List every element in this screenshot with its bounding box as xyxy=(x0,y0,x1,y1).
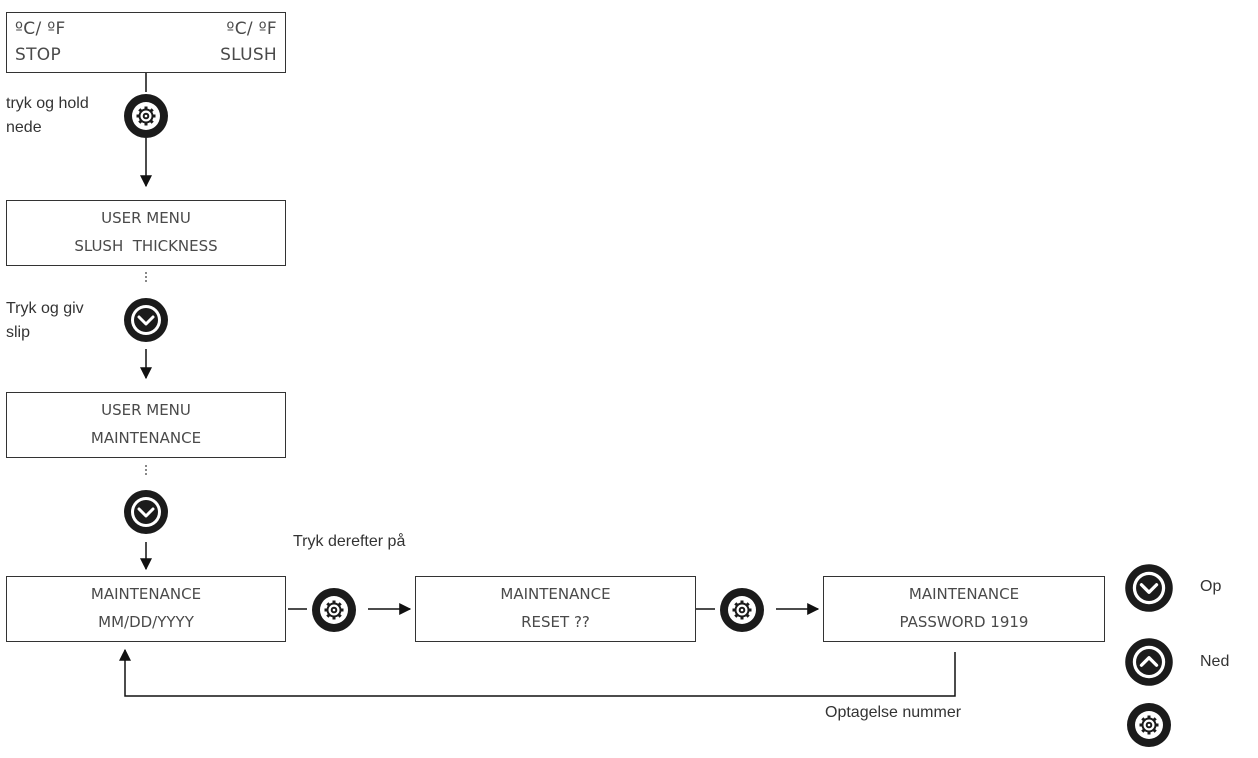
press-hold-text: tryk og hold nede xyxy=(6,95,89,136)
user-menu-slush-display: USER MENU SLUSH THICKNESS xyxy=(6,200,286,266)
chevron-up-icon xyxy=(1139,656,1159,667)
unit-label-right: ºC/ ºF xyxy=(226,19,277,39)
legend-up-button xyxy=(1125,638,1173,686)
gear-icon xyxy=(732,600,752,620)
maintenance-password-display: MAINTENANCE PASSWORD 1919 xyxy=(823,576,1105,642)
display-line-1: MAINTENANCE xyxy=(90,585,202,603)
legend-settings-button xyxy=(1127,703,1171,747)
chevron-down-icon xyxy=(137,315,155,326)
display-line-2: PASSWORD 1919 xyxy=(899,613,1029,631)
record-number-note: Optagelse nummer xyxy=(825,704,962,721)
display-line-2: MM/DD/YYYY xyxy=(98,613,194,631)
legend-down-button xyxy=(1125,564,1173,612)
status-display: ºC/ ºF ºC/ ºF STOP SLUSH xyxy=(6,12,286,73)
down-button[interactable] xyxy=(121,487,171,537)
gear-icon xyxy=(136,106,156,126)
display-line-2: SLUSH THICKNESS xyxy=(74,237,218,255)
press-hold-note: tryk og hold nede xyxy=(6,92,126,140)
gear-icon xyxy=(324,600,344,620)
legend-down-label: Op xyxy=(1200,578,1222,595)
display-line-2: RESET ?? xyxy=(521,613,590,631)
settings-button[interactable] xyxy=(717,585,767,635)
unit-label-left: ºC/ ºF xyxy=(15,19,66,39)
chevron-down-icon xyxy=(137,507,155,518)
maintenance-date-display: MAINTENANCE MM/DD/YYYY xyxy=(6,576,286,642)
display-line-1: MAINTENANCE xyxy=(908,585,1020,603)
then-press-note: Tryk derefter på xyxy=(293,533,406,550)
press-release-text: Tryk og giv slip xyxy=(6,300,84,341)
maintenance-reset-display: MAINTENANCE RESET ?? xyxy=(415,576,696,642)
settings-button[interactable] xyxy=(309,585,359,635)
press-release-note: Tryk og giv slip xyxy=(6,297,86,345)
chevron-down-icon xyxy=(1139,583,1159,594)
user-menu-maintenance-display: USER MENU MAINTENANCE xyxy=(6,392,286,458)
display-line-1: USER MENU xyxy=(101,401,191,419)
display-line-1: USER MENU xyxy=(101,209,191,227)
stop-label: STOP xyxy=(15,45,62,65)
gear-icon xyxy=(1139,715,1159,735)
settings-button[interactable] xyxy=(121,91,171,141)
down-button[interactable] xyxy=(121,295,171,345)
display-line-1: MAINTENANCE xyxy=(500,585,611,603)
legend-up-label: Ned xyxy=(1200,653,1230,670)
display-line-2: MAINTENANCE xyxy=(90,429,202,447)
slush-label: SLUSH xyxy=(220,45,277,65)
